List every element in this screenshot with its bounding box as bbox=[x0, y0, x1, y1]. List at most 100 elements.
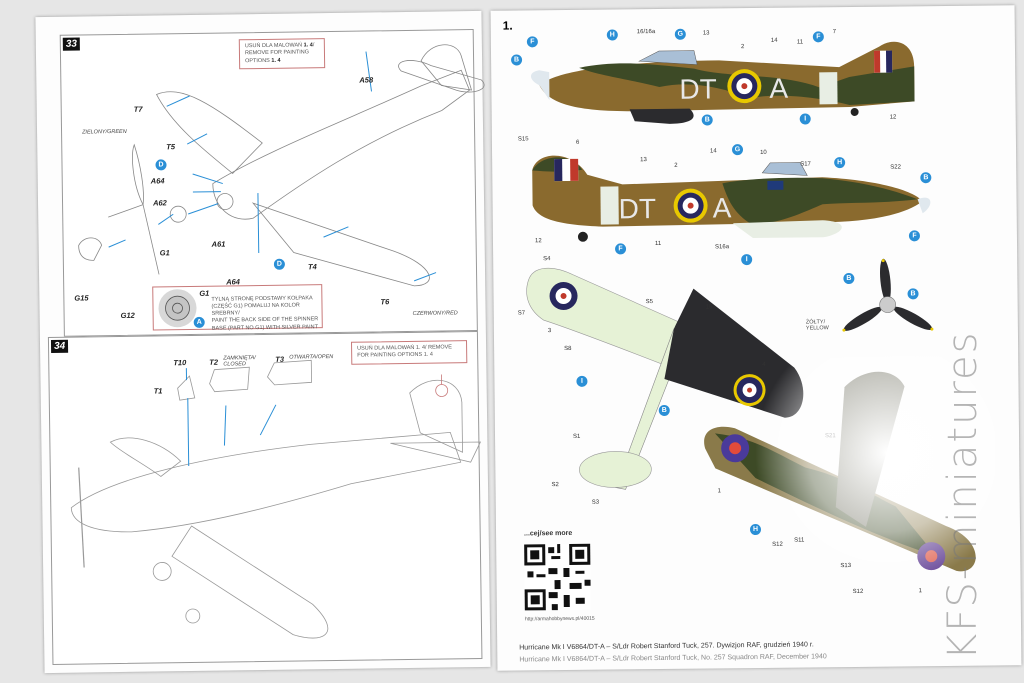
part-label-g12: G12 bbox=[120, 310, 135, 320]
upper-num-1-right: 1 bbox=[918, 588, 923, 595]
port-pin-g: G bbox=[674, 28, 686, 40]
paint-pin-d-2: D bbox=[273, 258, 285, 270]
part-label-t5: T5 bbox=[166, 142, 176, 152]
port-radiator bbox=[629, 108, 694, 124]
part-label-a58: A58 bbox=[359, 75, 374, 85]
pennant-flag bbox=[767, 180, 784, 190]
canopy-part-t3 bbox=[267, 359, 312, 386]
spinner-base-icon bbox=[158, 289, 197, 328]
prop-tip-color-label: ŻÓŁTY/ YELLOW bbox=[805, 319, 829, 332]
prop-pin-b-spinner: B bbox=[907, 288, 919, 300]
upper-num-s21: S21 bbox=[825, 433, 836, 440]
starboard-spinner bbox=[917, 197, 931, 214]
qr-see-more-label: ...cej/see more bbox=[524, 529, 573, 538]
fin-outline-34 bbox=[409, 379, 463, 453]
underside-tailplane bbox=[579, 451, 652, 488]
part-label-t4: T4 bbox=[307, 262, 317, 272]
upper-num-s12-left: S12 bbox=[772, 541, 783, 548]
upper-num-s12-right: S12 bbox=[852, 588, 864, 596]
port-pin-h: H bbox=[606, 29, 618, 41]
upper-num-s13: S13 bbox=[840, 563, 852, 570]
stbd-num-14: 14 bbox=[710, 148, 717, 155]
propeller-view bbox=[842, 258, 934, 332]
upper-num-s11: S11 bbox=[794, 537, 805, 544]
stbd-num-12: 12 bbox=[534, 238, 542, 245]
fuselage-outline bbox=[212, 69, 470, 220]
painting-page-right: 1. DT A B F H G F B I 16/16a 13 2 14 11 … bbox=[490, 5, 1022, 671]
port-sky-band bbox=[819, 72, 838, 105]
left-wing-outline bbox=[155, 91, 263, 174]
stbd-num-10: 10 bbox=[760, 149, 767, 156]
upper-surface-view bbox=[704, 355, 997, 599]
under-num-3: 3 bbox=[547, 328, 552, 335]
spinner-outline bbox=[216, 193, 234, 210]
option-number: 1. bbox=[502, 18, 513, 33]
stbd-num-s22: S22 bbox=[890, 164, 901, 171]
under-pin-b: B bbox=[658, 404, 670, 417]
caption-english: Hurricane Mk I V6864/DT-A – S/Ldr Robert… bbox=[519, 653, 827, 664]
stbd-num-11: 11 bbox=[654, 240, 662, 248]
wing-root-34 bbox=[109, 437, 182, 477]
stbd-num-s17: S17 bbox=[800, 161, 811, 168]
step-33-aircraft-drawing bbox=[78, 44, 485, 287]
spinner-note-text: TYLNĄ STRONĘ PODSTAWY KOŁPAKA (CZĘŚĆ G1)… bbox=[211, 295, 319, 332]
fuselage-outline-34 bbox=[70, 431, 462, 533]
prop-pin-b-blade: B bbox=[843, 272, 855, 285]
port-num-11: 11 bbox=[796, 39, 804, 46]
part-label-t7: T7 bbox=[133, 104, 143, 114]
propeller-spinner bbox=[879, 296, 896, 313]
wing-outline-34 bbox=[171, 525, 328, 639]
tailplane-outline bbox=[398, 60, 485, 93]
note-part-g1: G1 bbox=[199, 288, 210, 298]
port-aircraft-letter: A bbox=[769, 73, 788, 104]
part-label-a64-top: A64 bbox=[150, 176, 165, 186]
starboard-aircraft-letter: A bbox=[712, 192, 731, 223]
port-num-16: 16/16a bbox=[636, 29, 656, 36]
stbd-num-13: 13 bbox=[640, 157, 647, 164]
stbd-num-s15: S15 bbox=[517, 136, 529, 143]
part-label-g15: G15 bbox=[74, 293, 89, 303]
stbd-num-6: 6 bbox=[575, 139, 580, 146]
under-num-15: 15 bbox=[705, 304, 713, 311]
qr-url[interactable]: http://armahobbynews.pl/40015 bbox=[524, 615, 595, 623]
qr-code[interactable] bbox=[524, 542, 591, 613]
canopy-part-t2 bbox=[209, 366, 250, 393]
port-pin-i: I bbox=[799, 113, 811, 125]
right-wing-outline bbox=[251, 202, 430, 287]
tail-outline bbox=[420, 44, 473, 91]
caption-polish: Hurricane Mk I V6864/DT-A – S/Ldr Robert… bbox=[519, 641, 814, 652]
port-num-14: 14 bbox=[770, 37, 778, 44]
port-side-profile: DT A bbox=[531, 41, 915, 124]
under-num-s3: S3 bbox=[591, 499, 600, 506]
instruction-page-left: 33 USUŃ DLA MALOWAŃ 1. 4/ REMOVE FOR PAI… bbox=[35, 10, 491, 674]
under-num-s2: S2 bbox=[551, 482, 559, 489]
part-label-t6: T6 bbox=[380, 297, 390, 307]
under-num-s1: S1 bbox=[572, 433, 581, 440]
port-num-12: 12 bbox=[889, 114, 897, 121]
canopy-part-t1 bbox=[177, 375, 196, 401]
watermark: KFS-miniatures bbox=[940, 330, 986, 660]
stbd-pin-h: H bbox=[834, 157, 846, 169]
port-num-2: 2 bbox=[740, 44, 745, 51]
stbd-num-s16a: S16a bbox=[715, 244, 730, 251]
paint-pin-d: D bbox=[155, 159, 167, 171]
port-num-7: 7 bbox=[832, 29, 837, 36]
color-note-green: ZIELONY/GREEN bbox=[82, 128, 127, 136]
stbd-num-2: 2 bbox=[674, 162, 678, 169]
stbd-pin-b: B bbox=[920, 172, 932, 184]
port-pin-f-tail: F bbox=[812, 31, 824, 43]
step-34-aircraft-drawing bbox=[70, 359, 482, 639]
starboard-underbelly bbox=[732, 220, 842, 239]
stbd-pin-f-tail: F bbox=[615, 243, 627, 255]
under-num-s8: S8 bbox=[564, 345, 572, 353]
upper-pin-h: H bbox=[749, 523, 762, 536]
part-label-g1: G1 bbox=[159, 248, 170, 258]
color-note-red: CZERWONY/RED bbox=[412, 310, 458, 317]
starboard-side-profile: DT A bbox=[532, 155, 931, 242]
under-num-s4: S4 bbox=[543, 256, 551, 263]
upper-num-1-left: 1 bbox=[717, 488, 721, 495]
port-spinner bbox=[531, 70, 550, 101]
paint-pin-a: A bbox=[193, 316, 205, 328]
part-label-a62: A62 bbox=[152, 198, 167, 208]
stbd-pin-f-nose: F bbox=[908, 230, 920, 242]
